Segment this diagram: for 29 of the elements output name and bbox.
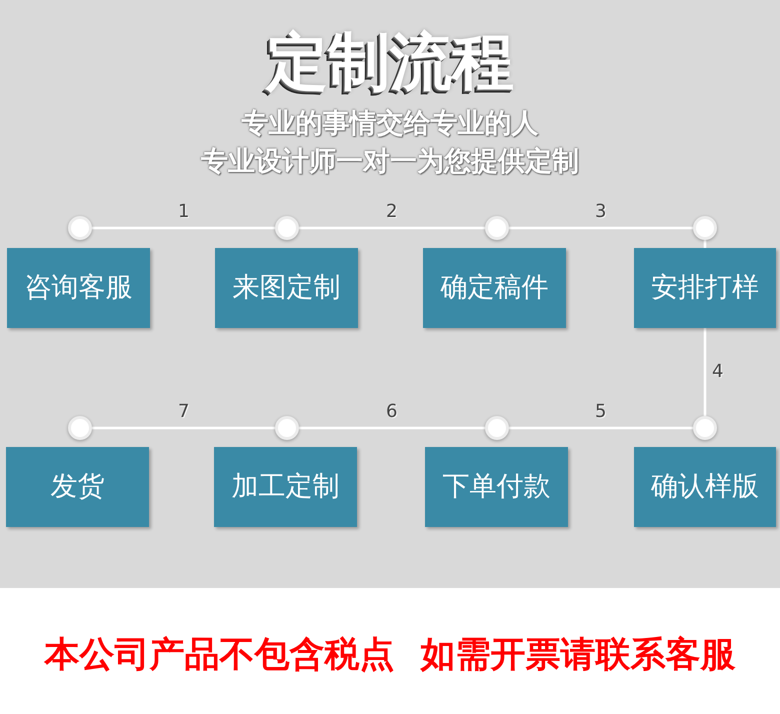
process-box	[423, 248, 566, 328]
connector-line	[509, 226, 693, 230]
title-text: 定制流程	[266, 26, 514, 98]
process-box	[634, 447, 776, 527]
subtitle-text: 专业的事情交给专业的人	[242, 108, 538, 140]
connector-line	[299, 426, 485, 430]
connector-line	[704, 240, 706, 248]
step-label: 加工定制	[232, 470, 340, 504]
step-label: 安排打样	[651, 272, 759, 304]
process-box	[425, 447, 568, 527]
process-box	[634, 248, 776, 328]
notice-text: 本公司产品不包含税点	[44, 634, 394, 676]
step-label: 确认样版	[651, 470, 759, 504]
step-label: 下单付款	[442, 470, 550, 504]
connector-line	[92, 426, 275, 430]
step-label: 咨询客服	[24, 272, 132, 304]
step-label: 确定稿件	[440, 272, 548, 304]
connector-line	[299, 226, 485, 230]
connector-line	[509, 426, 693, 430]
process-box	[214, 447, 357, 527]
process-box	[215, 248, 358, 328]
process-box	[6, 447, 149, 527]
notice-text: 如需开票请联系客服	[420, 634, 736, 676]
step-label: 来图定制	[232, 272, 340, 304]
process-box	[7, 248, 150, 328]
subtitle-text: 专业设计师一对一为您提供定制	[201, 146, 579, 178]
connector-line	[704, 328, 706, 416]
step-label: 发货	[50, 470, 104, 504]
connector-line	[92, 226, 275, 230]
